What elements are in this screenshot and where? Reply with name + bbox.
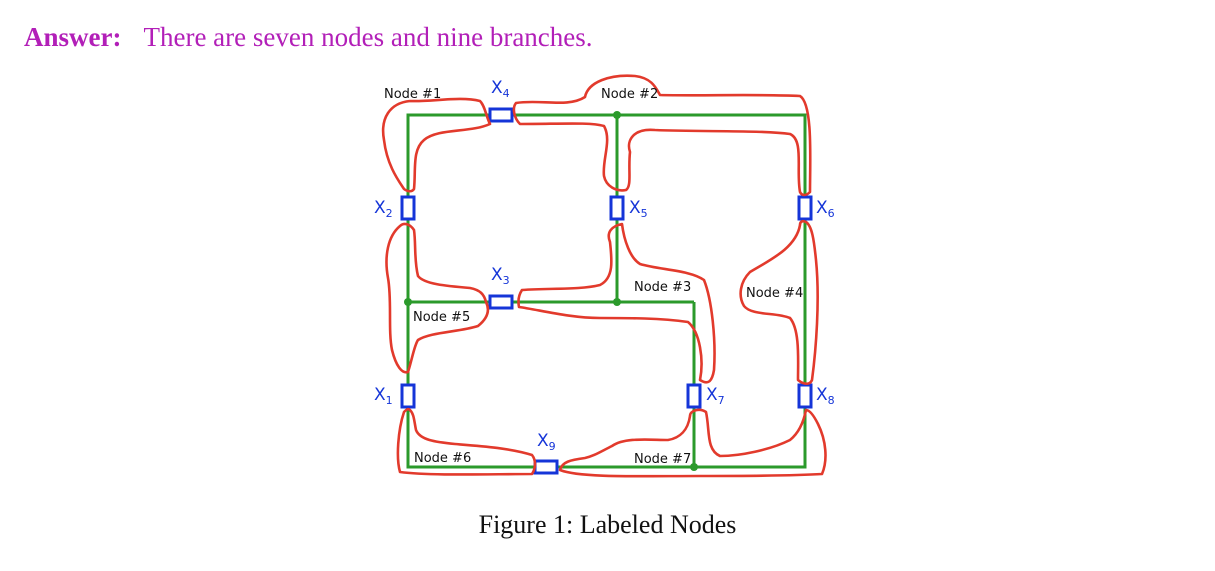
junctions	[404, 111, 698, 471]
resistor-x2	[400, 195, 416, 221]
figure-caption: Figure 1: Labeled Nodes	[478, 510, 737, 539]
resistor-x3	[488, 294, 514, 310]
resistor-label-x8: X8	[816, 385, 835, 407]
node-6-outline	[396, 407, 537, 476]
resistor-x8	[797, 383, 813, 409]
junction-dot	[613, 111, 621, 119]
node-label-5: Node #5	[413, 310, 470, 325]
resistor-label-x3: X3	[491, 265, 510, 287]
junction-dot	[613, 298, 621, 306]
node-1-outline	[381, 97, 492, 193]
node-7-outline	[558, 408, 827, 478]
answer-label: Answer:	[24, 22, 122, 52]
resistor-label-x7: X7	[706, 385, 725, 407]
resistor-x4	[488, 107, 514, 123]
node-label-3: Node #3	[634, 280, 691, 295]
resistor-label-x1: X1	[374, 385, 393, 407]
node-label-1: Node #1	[384, 87, 441, 102]
resistor-x6	[797, 195, 813, 221]
resistor-x5	[609, 195, 625, 221]
outer-loop-wire	[406, 113, 807, 469]
answer-text: There are seven nodes and nine branches.	[143, 22, 593, 52]
resistor-label-x2: X2	[374, 198, 393, 220]
resistor-label-x9: X9	[537, 431, 556, 453]
node-label-2: Node #2	[601, 87, 658, 102]
resistor-label-x4: X4	[491, 78, 510, 100]
resistors	[400, 107, 813, 475]
answer-line: Answer: There are seven nodes and nine br…	[24, 20, 593, 54]
resistor-x1	[400, 383, 416, 409]
resistor-x9	[533, 459, 559, 475]
node-label-4: Node #4	[746, 286, 803, 301]
resistor-label-x5: X5	[629, 198, 648, 220]
node-label-6: Node #6	[414, 451, 471, 466]
node-4-outline	[739, 219, 819, 386]
node-5-outline	[385, 222, 490, 374]
node-2-outline	[512, 74, 812, 197]
junction-dot	[690, 463, 698, 471]
node-3-outline	[517, 222, 716, 384]
node-outlines	[381, 74, 827, 478]
resistor-label-x6: X6	[816, 198, 835, 220]
resistor-x7	[686, 383, 702, 409]
resistor-labels: X4 X2 X5 X6 X3 X1 X7 X8 X9	[374, 78, 835, 453]
node-label-7: Node #7	[634, 452, 691, 467]
junction-dot	[404, 298, 412, 306]
node-labels: Node #1 Node #2 Node #3 Node #4 Node #5 …	[384, 87, 803, 467]
